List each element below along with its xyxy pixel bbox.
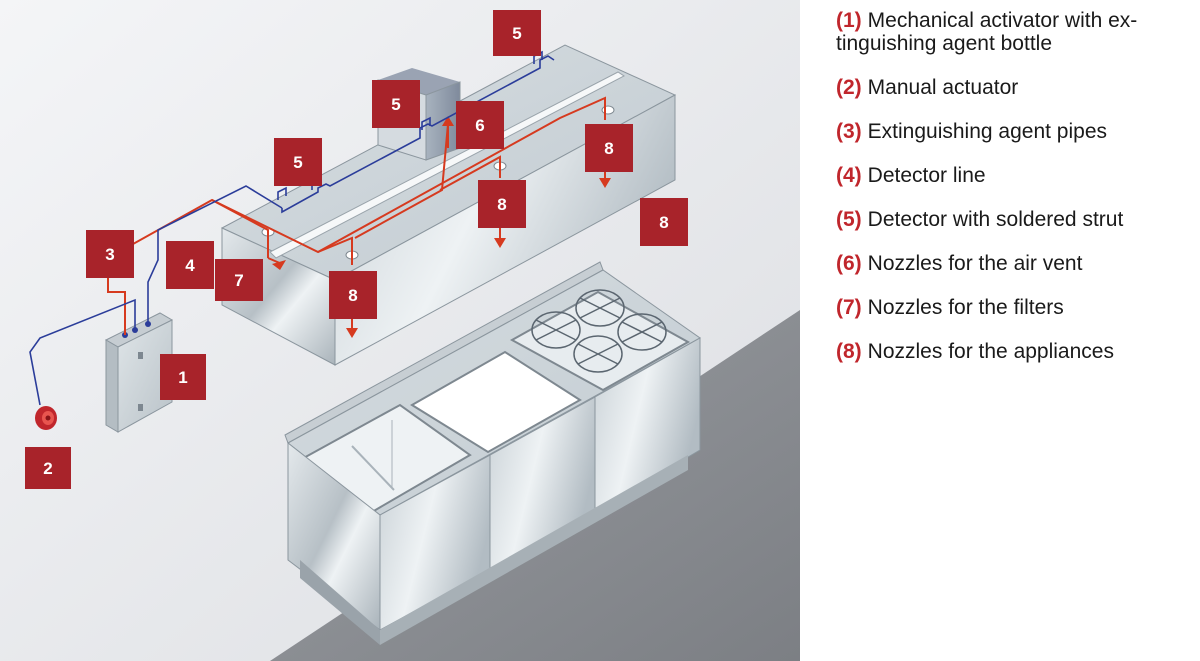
svg-text:8: 8 bbox=[604, 139, 613, 158]
legend-text: Detector with soldered strut bbox=[867, 208, 1124, 231]
legend-text: Mechanical activator with ex- bbox=[867, 9, 1138, 32]
marker-1: 1 bbox=[160, 354, 206, 400]
marker-8-d: 8 bbox=[329, 271, 377, 319]
legend-text: Extinguishing agent pipes bbox=[867, 120, 1108, 143]
marker-7: 7 bbox=[215, 259, 263, 301]
legend-number: (5) bbox=[836, 208, 862, 231]
legend-text: Detector line bbox=[867, 164, 986, 187]
legend-number: (2) bbox=[836, 76, 862, 99]
svg-text:8: 8 bbox=[659, 213, 668, 232]
detector-line bbox=[29, 50, 555, 406]
svg-text:7: 7 bbox=[234, 271, 243, 290]
marker-8-b: 8 bbox=[478, 180, 526, 228]
svg-text:5: 5 bbox=[391, 95, 400, 114]
legend-number: (3) bbox=[836, 120, 862, 143]
cooking-counter bbox=[284, 261, 701, 645]
legend-item-5: (5)Detector with soldered strut bbox=[836, 208, 1196, 231]
marker-8-a: 8 bbox=[585, 124, 633, 172]
svg-text:6: 6 bbox=[475, 116, 484, 135]
marker-6: 6 bbox=[456, 101, 504, 149]
legend-number: (7) bbox=[836, 296, 862, 319]
legend: (1)Mechanical activator with ex- tinguis… bbox=[836, 9, 1196, 384]
svg-text:8: 8 bbox=[348, 286, 357, 305]
svg-text:5: 5 bbox=[512, 24, 521, 43]
legend-text: Manual actuator bbox=[867, 76, 1019, 99]
manual-actuator-icon bbox=[35, 406, 57, 430]
kitchen-illustration: 1 2 3 4 5 bbox=[0, 0, 800, 661]
legend-item-7: (7)Nozzles for the filters bbox=[836, 296, 1196, 319]
svg-text:4: 4 bbox=[185, 256, 195, 275]
svg-text:2: 2 bbox=[43, 459, 52, 478]
marker-2: 2 bbox=[25, 447, 71, 489]
marker-5-c: 5 bbox=[274, 138, 322, 186]
marker-4: 4 bbox=[166, 241, 214, 289]
marker-5-a: 5 bbox=[493, 10, 541, 56]
legend-item-8: (8)Nozzles for the appliances bbox=[836, 340, 1196, 363]
extinguishing-agent-pipes bbox=[107, 96, 606, 335]
marker-8-c: 8 bbox=[640, 198, 688, 246]
legend-item-2: (2)Manual actuator bbox=[836, 76, 1196, 99]
legend-number: (4) bbox=[836, 164, 862, 187]
legend-number: (1) bbox=[836, 9, 862, 32]
legend-text: Nozzles for the air vent bbox=[867, 252, 1083, 275]
legend-item-6: (6)Nozzles for the air vent bbox=[836, 252, 1196, 275]
burner-grates bbox=[531, 289, 667, 373]
legend-text: Nozzles for the appliances bbox=[867, 340, 1114, 363]
svg-text:3: 3 bbox=[105, 245, 114, 264]
activator-cabinet bbox=[104, 312, 174, 433]
marker-5-b: 5 bbox=[372, 80, 420, 128]
legend-text-continued: tinguishing agent bottle bbox=[836, 32, 1052, 55]
svg-text:8: 8 bbox=[497, 195, 506, 214]
legend-item-4: (4)Detector line bbox=[836, 164, 1196, 187]
markers: 1 2 3 4 5 bbox=[25, 10, 688, 489]
svg-text:1: 1 bbox=[178, 368, 187, 387]
legend-number: (6) bbox=[836, 252, 862, 275]
legend-number: (8) bbox=[836, 340, 862, 363]
svg-text:5: 5 bbox=[293, 153, 302, 172]
legend-item-1: (1)Mechanical activator with ex- tinguis… bbox=[836, 9, 1196, 55]
legend-item-3: (3)Extinguishing agent pipes bbox=[836, 120, 1196, 143]
legend-text: Nozzles for the filters bbox=[867, 296, 1064, 319]
marker-3: 3 bbox=[86, 230, 134, 278]
